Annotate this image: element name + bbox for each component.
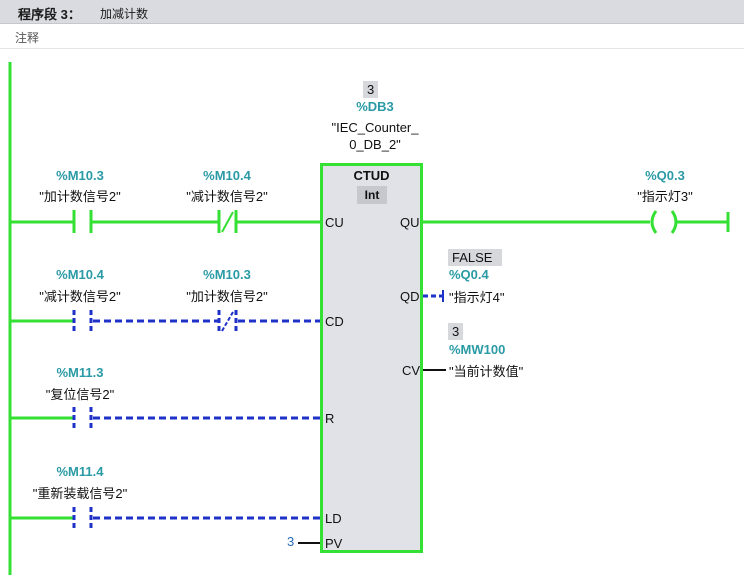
contact-symbol-3[interactable]: "减计数信号2" — [39, 289, 121, 304]
contact-symbol-2[interactable]: "减计数信号2" — [186, 189, 268, 204]
contact-operand-1[interactable]: %M10.3 — [56, 168, 104, 183]
contact-no-m10-3[interactable] — [72, 210, 93, 233]
instance-symbol-line1[interactable]: "IEC_Counter_ — [331, 120, 419, 135]
contact-operand-6[interactable]: %M11.4 — [56, 464, 104, 479]
qd-operand[interactable]: %Q0.4 — [449, 267, 489, 282]
qd-symbol[interactable]: "指示灯4" — [449, 290, 505, 305]
cv-symbol[interactable]: "当前计数值" — [449, 364, 524, 379]
instance-operand[interactable]: %DB3 — [356, 99, 394, 114]
pin-pv: PV — [325, 536, 343, 551]
contact-symbol-4[interactable]: "加计数信号2" — [186, 289, 268, 304]
pin-qd: QD — [400, 289, 420, 304]
cv-value: 3 — [448, 323, 464, 340]
cv-operand[interactable]: %MW100 — [449, 342, 506, 357]
pin-cv: CV — [402, 363, 421, 378]
contact-nc-m10-3[interactable] — [217, 310, 238, 332]
pin-cd: CD — [325, 314, 344, 329]
contact-operand-3[interactable]: %M10.4 — [56, 267, 104, 282]
network-comment-row[interactable]: 注释 — [0, 24, 744, 49]
network-header[interactable]: 程序段 3： 加减计数 — [0, 0, 744, 24]
ctud-block[interactable]: CTUD Int — [320, 163, 423, 553]
coil-operand[interactable]: %Q0.3 — [645, 168, 685, 183]
contact-symbol-1[interactable]: "加计数信号2" — [39, 189, 121, 204]
contact-no-m11-4[interactable] — [72, 507, 93, 529]
contact-symbol-5[interactable]: "复位信号2" — [45, 387, 115, 402]
contact-operand-2[interactable]: %M10.4 — [203, 168, 251, 183]
contact-no-m11-3[interactable] — [72, 407, 93, 429]
contact-nc-m10-4[interactable] — [217, 210, 238, 233]
instance-value: 3 — [363, 81, 379, 98]
contact-symbol-6[interactable]: "重新装载信号2" — [32, 486, 128, 501]
coil-symbol[interactable]: "指示灯3" — [637, 189, 693, 204]
coil-q0-3[interactable] — [650, 210, 678, 234]
pin-cu: CU — [325, 215, 344, 230]
contact-no-m10-4[interactable] — [72, 310, 93, 332]
pin-r: R — [325, 411, 335, 426]
qd-value: FALSE — [448, 249, 502, 266]
pv-value[interactable]: 3 — [287, 534, 295, 549]
instance-symbol-line2[interactable]: 0_DB_2" — [349, 137, 401, 152]
pin-qu: QU — [400, 215, 420, 230]
block-name: CTUD — [353, 168, 390, 183]
pin-ld: LD — [325, 511, 342, 526]
block-type[interactable]: Int — [357, 186, 387, 204]
contact-operand-4[interactable]: %M10.3 — [203, 267, 251, 282]
contact-operand-5[interactable]: %M11.3 — [56, 365, 104, 380]
ladder-diagram — [8, 62, 730, 575]
network-comment[interactable]: 注释 — [15, 31, 40, 45]
network-title: 程序段 3： — [18, 7, 81, 22]
network-name[interactable]: 加减计数 — [100, 7, 149, 21]
